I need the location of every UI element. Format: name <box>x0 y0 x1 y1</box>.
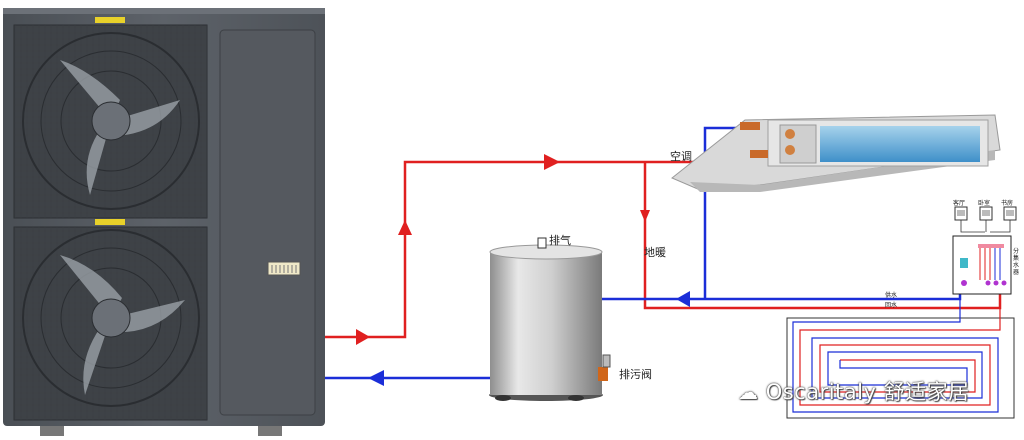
ac-label: 空调 <box>670 150 692 163</box>
fan-coil-unit <box>671 114 1001 192</box>
vent-label: 排气 <box>549 234 571 247</box>
fan-top-icon <box>13 17 208 219</box>
thermostat-label-3: 书房 <box>1001 200 1014 207</box>
heat-pump-unit <box>3 8 325 436</box>
floor-heating-loop <box>786 299 1015 419</box>
thermostat-label-2: 卧室 <box>978 200 991 207</box>
drain-valve-label: 排污阀 <box>619 368 652 381</box>
fan-bottom-icon <box>13 219 208 421</box>
floor-heating-label: 地暖 <box>644 246 666 259</box>
watermark-text: Oscaritaly 舒适家居 <box>765 380 970 404</box>
return-arrow-icon <box>368 291 690 386</box>
thermostat-group <box>954 206 1017 233</box>
return-label: 回水 <box>885 302 898 309</box>
water-tank <box>489 237 611 401</box>
thermostat-label-1: 客厅 <box>953 200 966 207</box>
manifold-box <box>952 235 1012 295</box>
watermark: ☁ Oscaritaly 舒适家居 <box>738 376 970 406</box>
supply-arrow-icon <box>356 154 650 345</box>
wechat-icon: ☁ <box>738 380 759 404</box>
supply-label: 供水 <box>885 292 898 299</box>
manifold-label: 分集水器 <box>1013 248 1020 276</box>
